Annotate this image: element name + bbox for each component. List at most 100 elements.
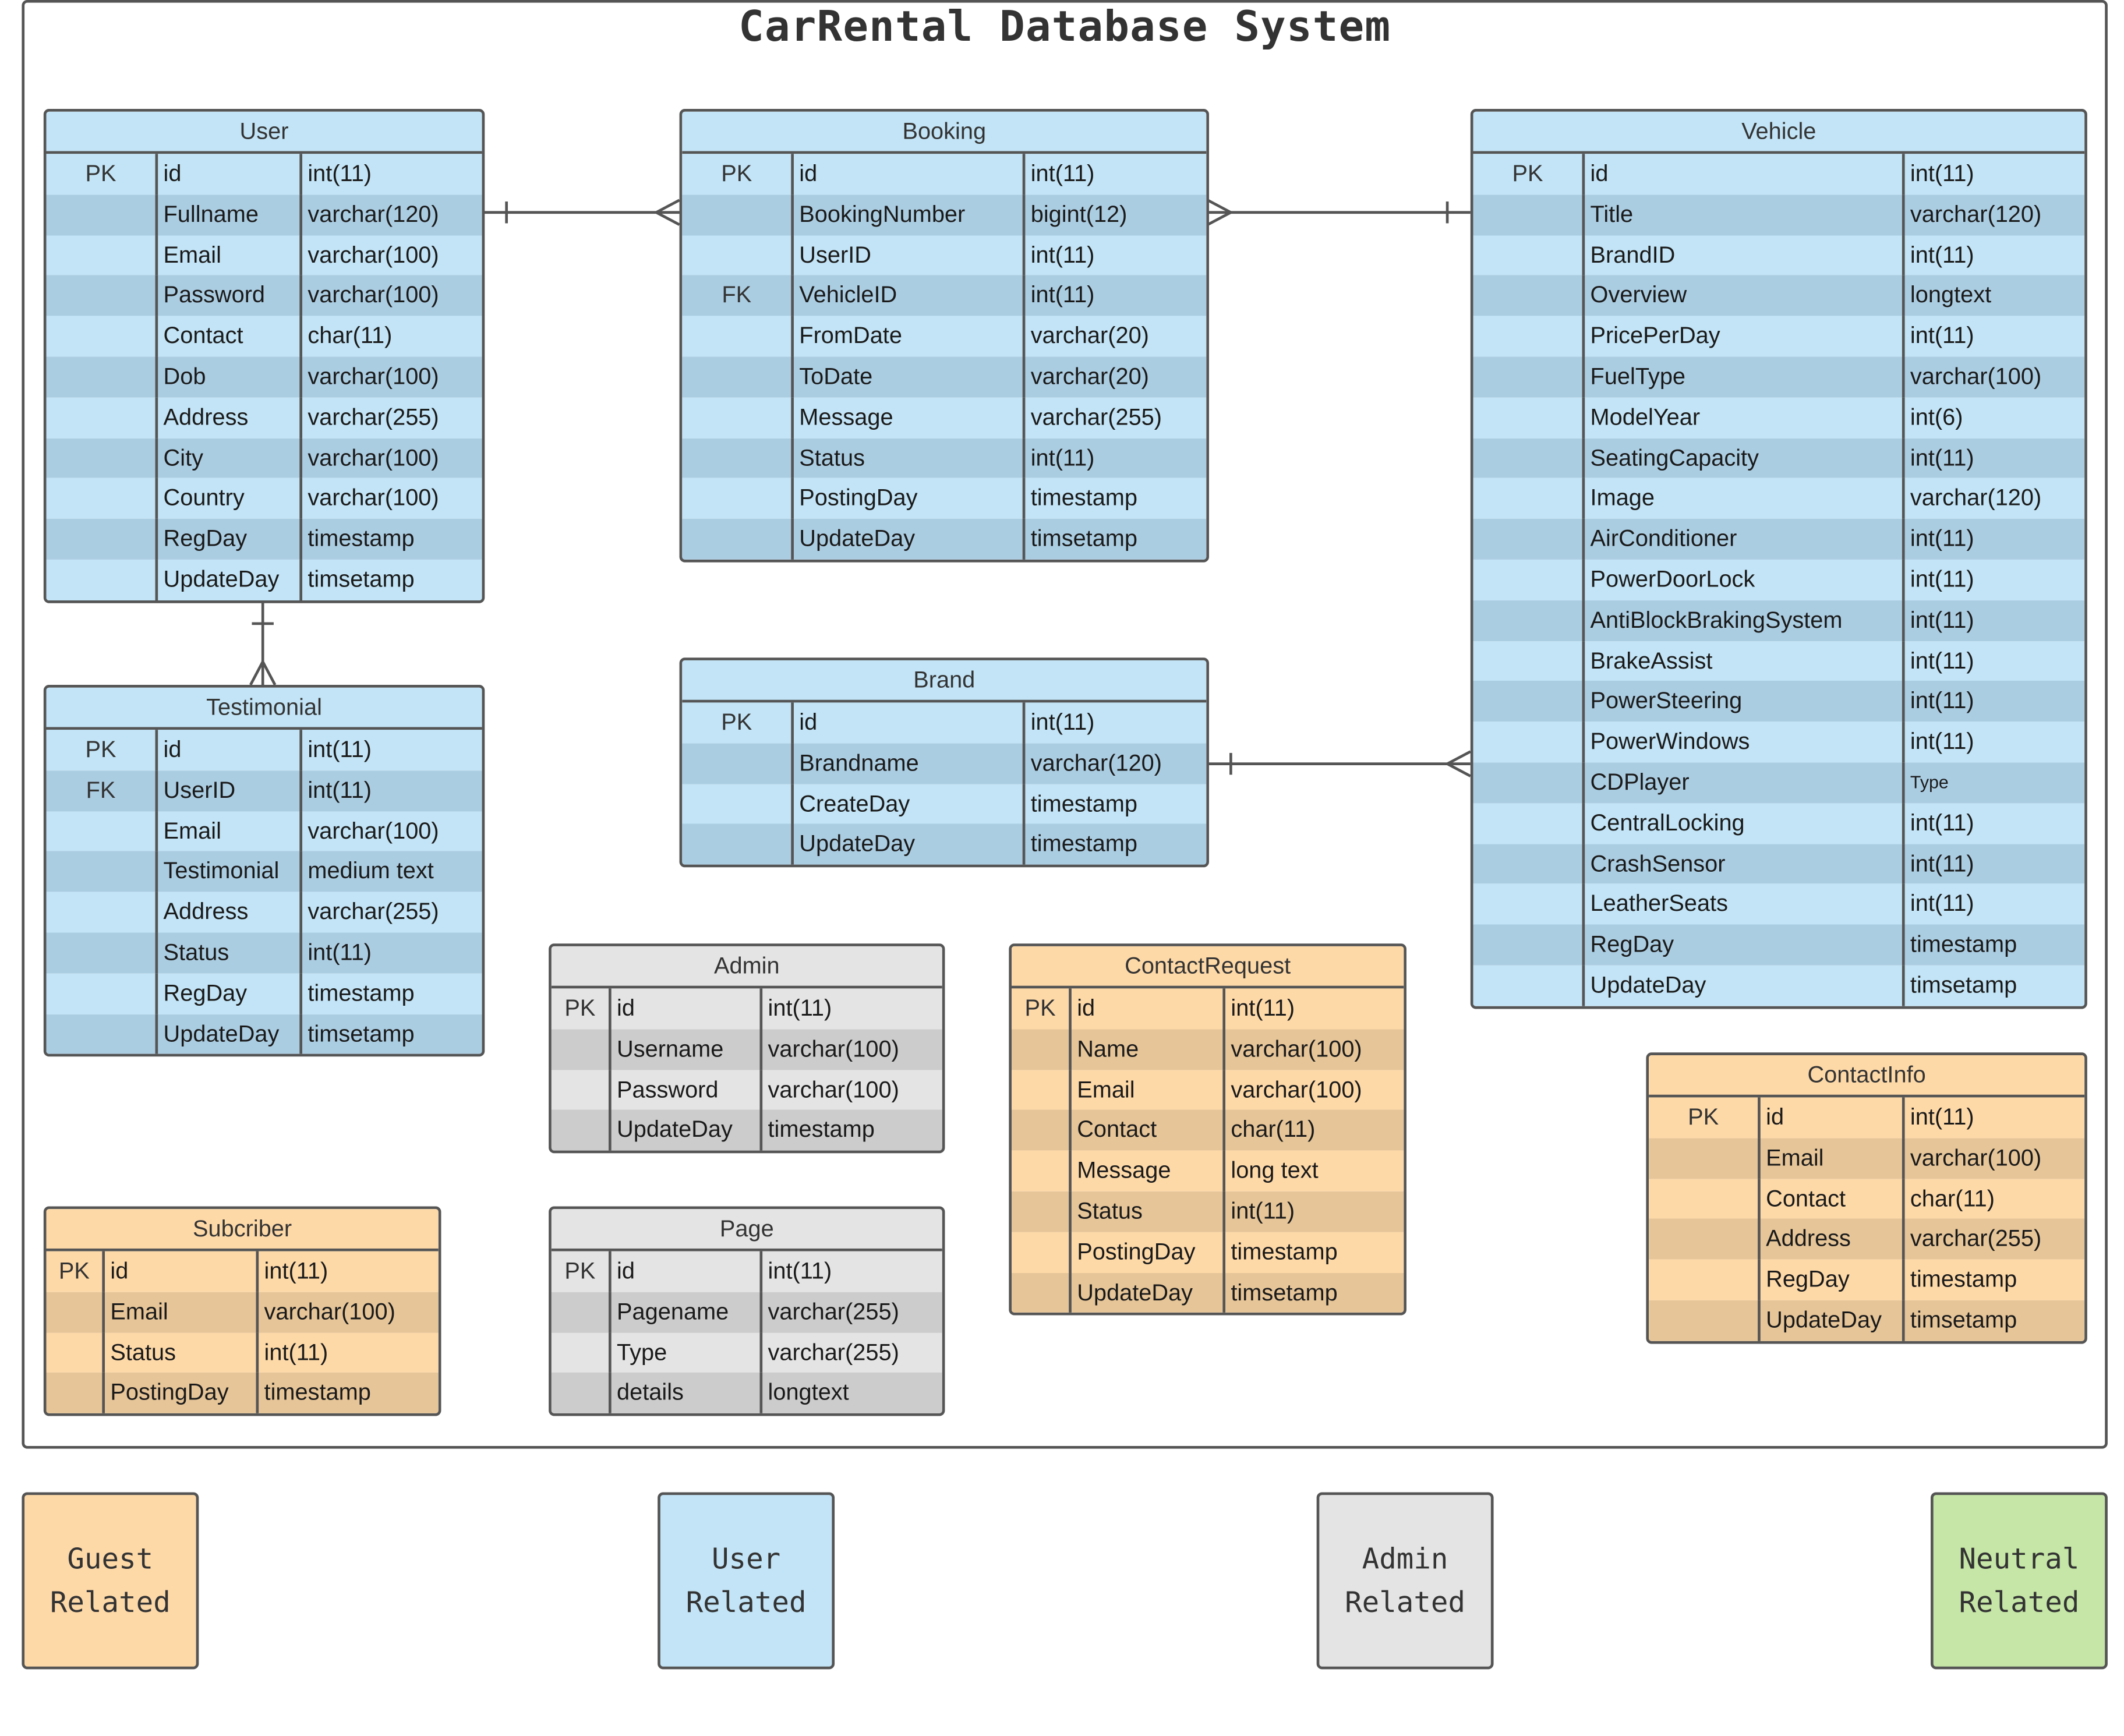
field-name: id bbox=[105, 1251, 259, 1292]
field-name: FuelType bbox=[1585, 356, 1905, 398]
key-marker bbox=[1473, 681, 1585, 722]
field-name: Status bbox=[158, 932, 302, 974]
key-marker bbox=[1649, 1300, 1761, 1341]
field-type: timestamp bbox=[1910, 931, 2017, 957]
key-marker bbox=[682, 519, 794, 560]
field-type: longtext bbox=[768, 1380, 849, 1406]
field-name: City bbox=[158, 437, 302, 479]
key-marker bbox=[1012, 1232, 1072, 1273]
